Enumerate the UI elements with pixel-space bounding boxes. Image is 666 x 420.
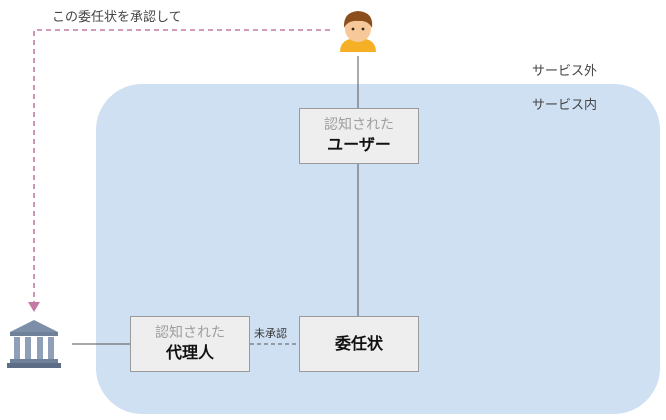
mandate-node: 委任状 — [299, 316, 419, 372]
approval-request-arrow — [33, 29, 330, 302]
person-icon — [340, 11, 376, 52]
authenticated-agent-node: 認知された 代理人 — [130, 316, 250, 372]
mandate-node-title: 委任状 — [334, 334, 383, 353]
service-inside-label: サービス内 — [532, 98, 598, 113]
bank-building-icon — [7, 320, 61, 368]
user-node-qualifier: 認知された — [324, 117, 394, 134]
agent-node-qualifier: 認知された — [155, 325, 225, 342]
instruction-label: この委任状を承認して — [52, 10, 182, 25]
authenticated-user-node: 認知された ユーザー — [299, 108, 419, 164]
user-node-title: ユーザー — [327, 134, 391, 154]
service-outside-label: サービス外 — [532, 64, 598, 79]
agent-node-title: 代理人 — [165, 342, 214, 362]
approval-request-arrowhead — [28, 302, 40, 312]
unapproved-edge-label: 未承認 — [254, 327, 287, 340]
